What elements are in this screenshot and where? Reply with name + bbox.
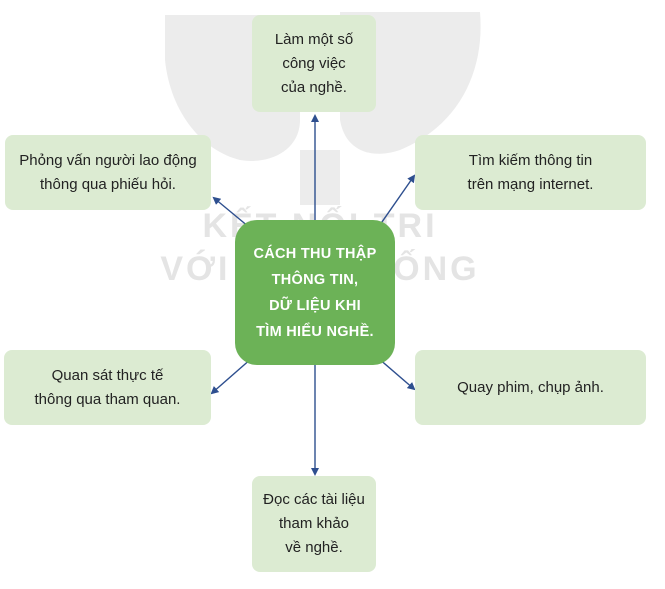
node-bottom-left-label: Quan sát thực tế thông qua tham quan. [34,366,181,408]
node-bottom: Đọc các tài liệu tham khảo về nghề. [252,476,376,572]
node-bottom-right-label: Quay phim, chụp ảnh. [457,378,604,396]
node-top-label: Làm một số công việc của nghề. [274,30,354,96]
node-top-left: Phỏng vấn người lao động thông qua phiếu… [5,135,211,210]
node-top: Làm một số công việc của nghề. [252,15,376,112]
node-top-right-label: Tìm kiếm thông tin trên mạng internet. [467,151,594,193]
node-top-left-label: Phỏng vấn người lao động thông qua phiếu… [19,151,197,193]
arrow-to-bottom-left [210,357,253,395]
arrow-to-bottom-right [377,357,416,391]
node-bottom-label: Đọc các tài liệu tham khảo về nghề. [263,491,365,556]
node-bottom-right: Quay phim, chụp ảnh. [415,350,646,425]
node-bottom-left: Quan sát thực tế thông qua tham quan. [4,350,211,425]
node-top-right: Tìm kiếm thông tin trên mạng internet. [415,135,646,210]
center-node-label: CÁCH THU THẬP THÔNG TIN, DỮ LIỆU KHI TÌM… [253,245,377,340]
center-node: CÁCH THU THẬP THÔNG TIN, DỮ LIỆU KHI TÌM… [235,220,395,365]
